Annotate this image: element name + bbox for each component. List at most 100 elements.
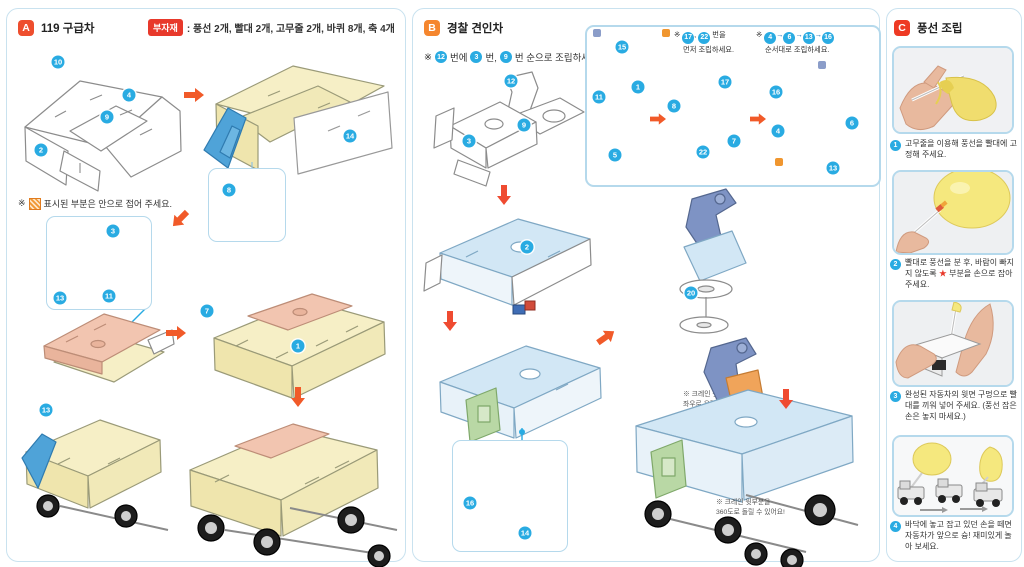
fold-note-prefix: ※: [18, 198, 26, 208]
callout-connector: [519, 428, 525, 444]
flow-arrow-down: [291, 387, 305, 407]
photo-4-illustration: [894, 437, 1012, 515]
panel-a-badge: A: [18, 20, 34, 36]
panel-c-badge: C: [894, 20, 910, 36]
sequence-arrow: →: [795, 30, 803, 39]
part-number-badge: 7: [727, 134, 741, 148]
step-text-after: 부분을 손으로 잡아 주세요.: [905, 268, 1013, 289]
panel-b-badge: B: [424, 20, 440, 36]
step-text: 완성된 자동차의 윗면 구멍으로 빨대를 끼워 넣어 주세요. (풍선 잡은 손…: [905, 390, 1017, 421]
flow-arrow-down: [443, 311, 457, 331]
part-number-inline: 16: [822, 31, 835, 44]
part-number-badge: 2: [520, 240, 534, 254]
note-prefix: ※: [756, 30, 763, 39]
panel-b-header: B 경찰 견인차: [424, 20, 503, 36]
panel-c-title: 풍선 조립: [917, 23, 963, 35]
photo-balloon-on-straw: [892, 46, 1014, 134]
order-note-text: 번,: [485, 53, 497, 64]
police-light-part: [512, 300, 538, 316]
order-note-text: 번에: [449, 53, 468, 64]
note-line: ※ 크레인 윗부분을: [683, 391, 738, 398]
photo-cars-driving: [892, 435, 1014, 517]
part-number-badge: 9: [100, 110, 114, 124]
ambulance-body-assembly: [196, 280, 396, 402]
step-number: 1: [890, 140, 901, 151]
part-number-badge: 16: [769, 85, 783, 99]
part-number-badge: 12: [504, 74, 518, 88]
crane-detail-box: [585, 25, 881, 187]
part-number-inline: 6: [783, 31, 796, 44]
order-note-text: 번 순으로 조립하세요.: [514, 53, 602, 64]
note-line: ※ 크레인 윗부분을: [716, 499, 771, 506]
part-number-badge: 13: [826, 161, 840, 175]
materials-text: : 풍선 2개, 빨대 2개, 고무줄 2개, 바퀴 8개, 축 4개: [186, 24, 395, 35]
ambulance-finished-vehicle: [165, 408, 400, 566]
step-1: 1 고무줄을 이용해 풍선을 빨대에 고정해 주세요.: [890, 139, 1018, 161]
part-number-badge: 1: [631, 80, 645, 94]
part-color-marker-blue: [593, 29, 601, 37]
ambulance-partial-assembly: [198, 56, 398, 176]
flow-arrow-right: [650, 113, 666, 125]
ambulance-chassis-vehicle: [8, 394, 173, 544]
part-number-inline: 4: [764, 31, 777, 44]
note-text: 순서대로 조립하세요.: [765, 44, 830, 54]
assembly-order-note: ※ 12 번에 3 번, 9 번 순으로 조립하세요.: [424, 50, 601, 64]
part-number-badge: 8: [222, 183, 236, 197]
part-number-inline: 17: [682, 31, 695, 44]
star-icon: ★: [938, 268, 947, 278]
note-text: ,: [694, 30, 697, 39]
panel-a-title: 119 구급차: [41, 23, 95, 35]
part-number-badge: 14: [343, 129, 357, 143]
crane-box-note-2: ※ 4→6→13→16 순서대로 조립하세요.: [756, 29, 835, 55]
panel-b-title: 경찰 견인차: [447, 23, 504, 35]
step-text-before: 빨대로 풍선을 분 후, 바람이 빠지지 않도록: [905, 258, 1015, 278]
note-text: 번을: [712, 30, 726, 39]
detail-callout-box-b: [452, 440, 568, 552]
crane-disc-assembly: [630, 185, 780, 335]
part-number-badge: 14: [518, 526, 532, 540]
flow-arrow-right: [184, 88, 204, 102]
part-number-badge: 10: [51, 55, 65, 69]
part-number-inline: 9: [499, 51, 512, 63]
fold-note: ※ 표시된 부분은 안으로 접어 주세요.: [18, 197, 172, 210]
materials-label: 부자재: [148, 19, 183, 36]
flow-arrow-right: [750, 113, 766, 125]
step-number: 2: [890, 259, 901, 270]
note-text: 먼저 조립하세요.: [683, 44, 735, 54]
pink-module-assembly: [36, 300, 176, 388]
step-text: 바닥에 놓고 잡고 있던 손을 떼면 자동차가 앞으로 슝! 재미있게 놀아 보…: [905, 520, 1012, 551]
part-number-badge: 7: [200, 304, 214, 318]
part-number-badge: 2: [34, 143, 48, 157]
part-number-badge: 11: [592, 90, 606, 104]
part-number-badge: 13: [53, 291, 67, 305]
part-number-inline: 13: [802, 31, 815, 44]
part-number-badge: 9: [517, 118, 531, 132]
flow-arrow-downleft: [172, 209, 190, 227]
ambulance-parts-wireframe: [10, 55, 188, 195]
crane-box-note-1: ※ 17, 22 번을 먼저 조립하세요.: [674, 29, 734, 55]
part-number-badge: 11: [102, 289, 116, 303]
towtruck-assembly-2: [426, 328, 608, 450]
towtruck-assembly-1: [422, 205, 598, 313]
step-3: 3 완성된 자동차의 윗면 구멍으로 빨대를 끼워 넣어 주세요. (풍선 잡은…: [890, 390, 1018, 422]
part-number-badge: 20: [684, 286, 698, 300]
part-number-badge: 6: [845, 116, 859, 130]
part-number-badge: 15: [615, 40, 629, 54]
part-number-badge: 22: [696, 145, 710, 159]
part-color-marker-orange: [662, 29, 670, 37]
part-number-badge: 5: [608, 148, 622, 162]
part-number-inline: 3: [470, 51, 483, 63]
step-2: 2 빨대로 풍선을 분 후, 바람이 빠지지 않도록 ★ 부분을 손으로 잡아 …: [890, 258, 1018, 290]
note-prefix: ※: [674, 30, 681, 39]
materials-row: 부자재 : 풍선 2개, 빨대 2개, 고무줄 2개, 바퀴 8개, 축 4개: [148, 19, 395, 36]
part-number-badge: 4: [122, 88, 136, 102]
part-number-inline: 12: [434, 51, 447, 63]
flow-arrow-upright: [596, 330, 615, 346]
note-line: 360도로 돌릴 수 있어요!: [716, 508, 785, 516]
towtruck-finished-vehicle: [596, 330, 876, 567]
fold-note-text: 표시된 부분은 안으로 접어 주세요.: [43, 199, 172, 209]
step-text: 빨대로 풍선을 분 후, 바람이 빠지지 않도록 ★ 부분을 손으로 잡아 주세…: [905, 258, 1018, 290]
photo-inflated-balloon: [892, 170, 1014, 255]
step-number: 3: [890, 391, 901, 402]
